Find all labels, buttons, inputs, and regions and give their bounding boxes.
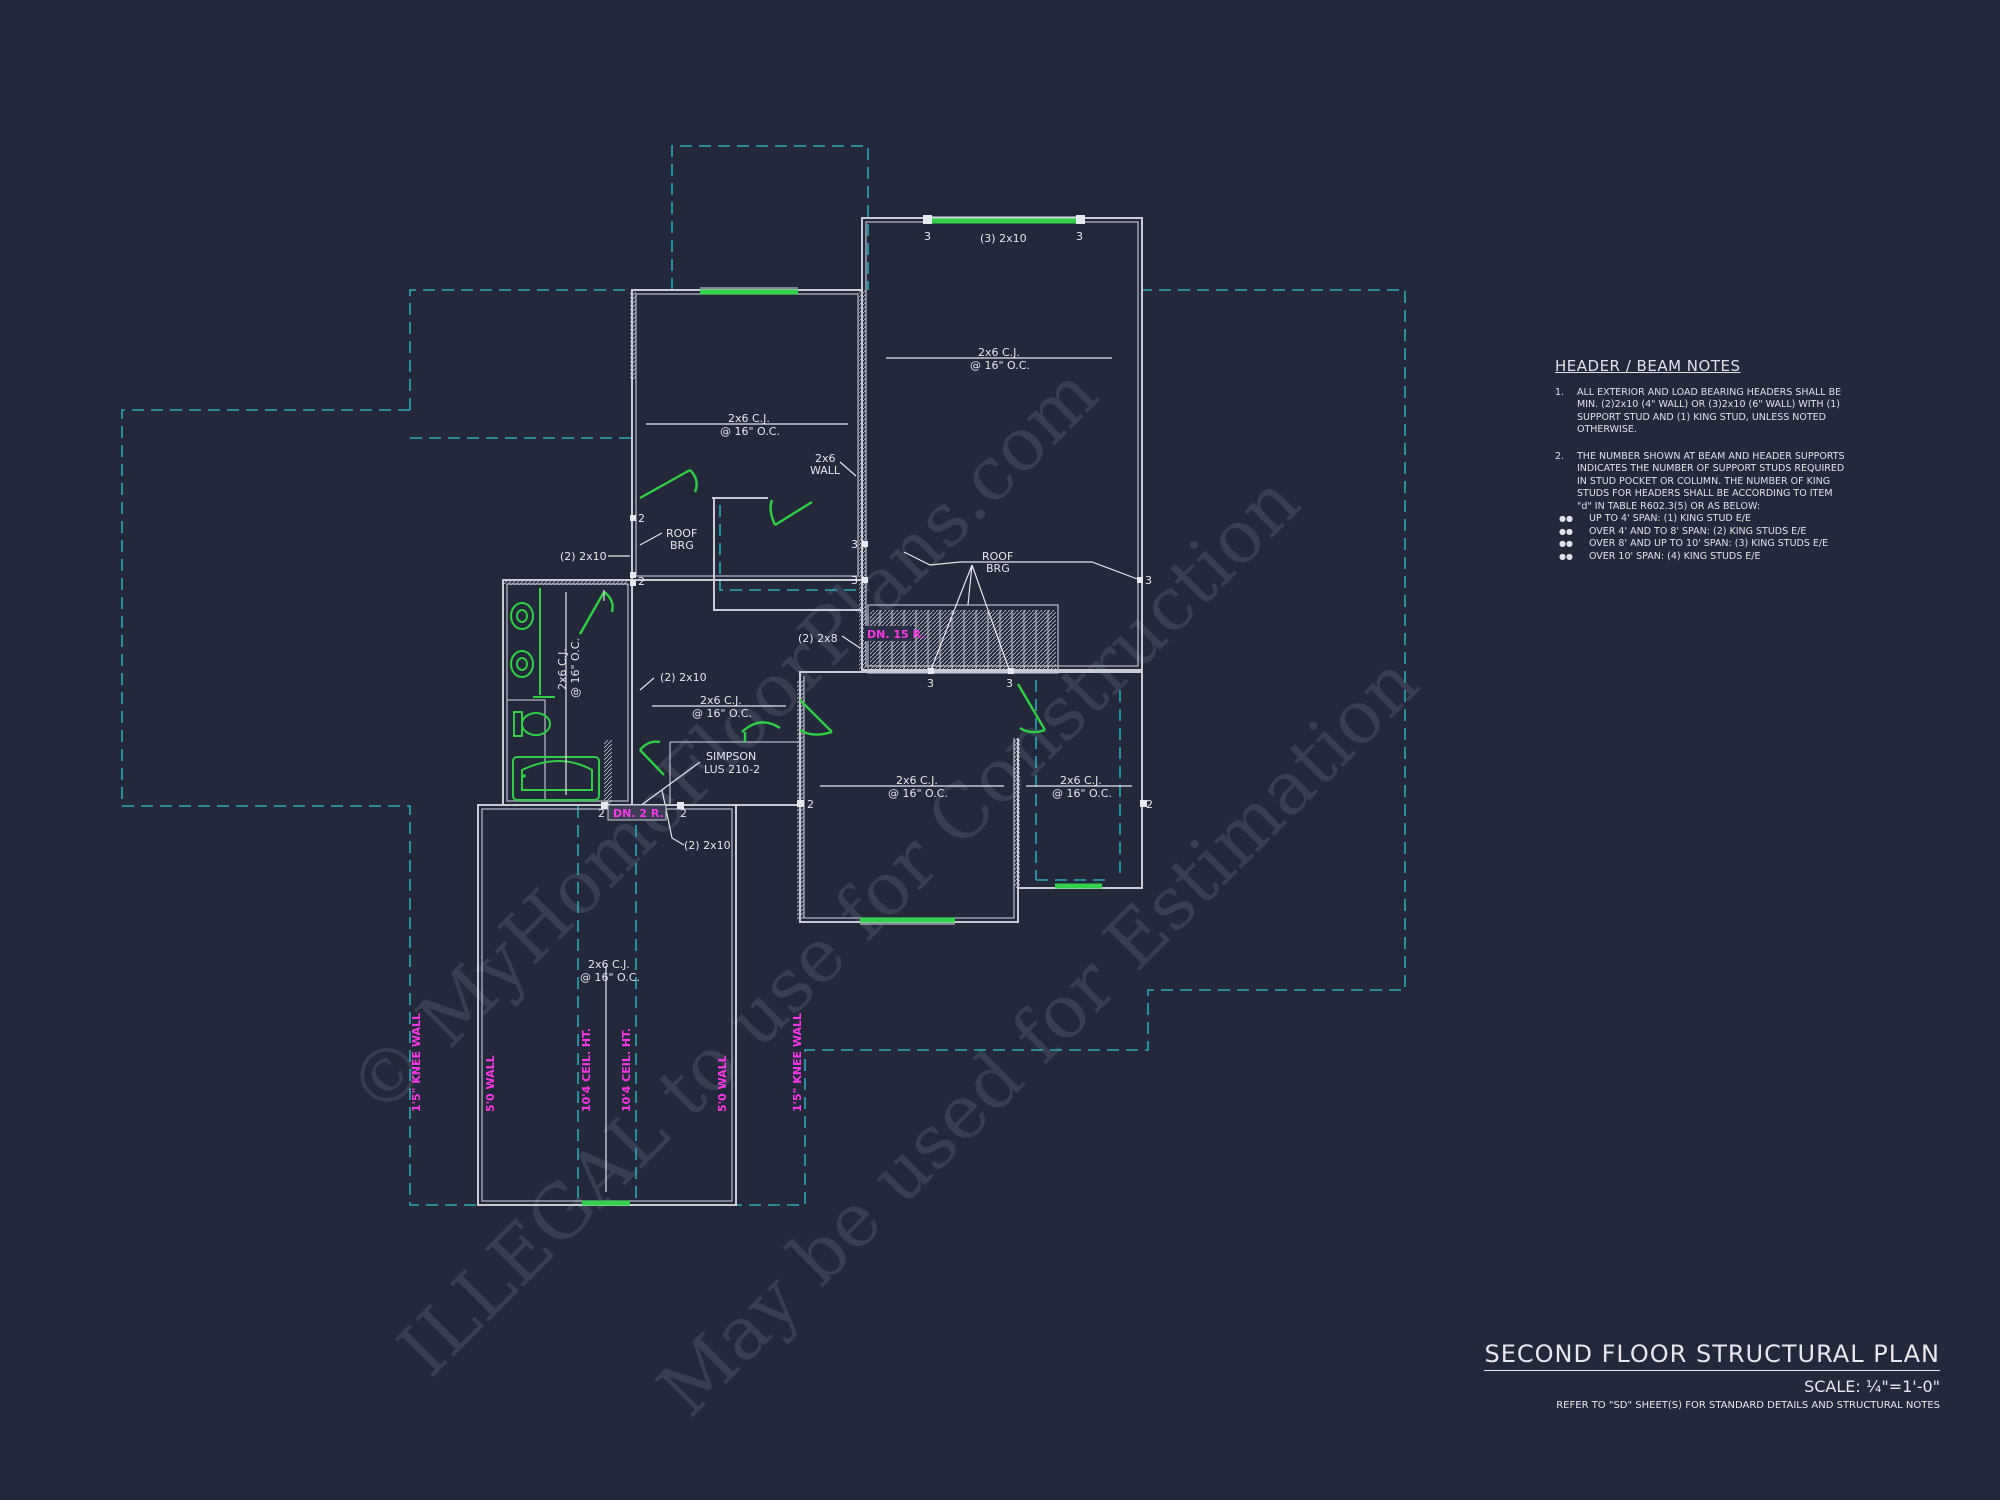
note-number: 2. [1555,450,1565,462]
bath-fixtures [510,588,600,801]
header-2x10-b: (2) 2x10 [660,671,707,684]
knee-wall-right: 1'5" KNEE WALL [791,1013,804,1112]
simpson-label-2: LUS 210-2 [704,763,760,776]
bullet-icon: ●● [1559,539,1573,548]
joist-spacing-closet: @ 16" O.C. [1052,787,1112,800]
note-bullet-text: OVER 8' AND UP TO 10' SPAN: (3) KING STU… [1589,538,1829,549]
support-count: 3 [1006,677,1013,690]
bullet-icon: ●● [1559,514,1573,523]
ceiling-height-left: 10'4 CEIL. HT. [580,1028,593,1112]
note-text: THE NUMBER SHOWN AT BEAM AND HEADER SUPP… [1577,450,1845,512]
magenta-annotations: DN. 15 R. DN. 2 R. 1'5" KNEE WALL 5'0 WA… [410,626,925,1112]
notes-heading: HEADER / BEAM NOTES [1555,357,1741,375]
joist-spacing-bonus: @ 16" O.C. [580,971,640,984]
wall-2x6-label-2: WALL [810,464,841,477]
stair-label-lower: DN. 2 R. [613,807,664,820]
joist-label-closet: 2x6 C.J. [1060,774,1102,787]
joist-label-hall: 2x6 C.J. [700,694,742,707]
joist-label-bonus: 2x6 C.J. [588,958,630,971]
doors [578,468,1047,776]
note-text: ALL EXTERIOR AND LOAD BEARING HEADERS SH… [1577,386,1842,436]
note-bullet-text: OVER 10' SPAN: (4) KING STUDS E/E [1589,550,1761,562]
note-bullet-text: UP TO 4' SPAN: (1) KING STUD E/E [1589,513,1751,524]
roof-brg-right-2: BRG [986,562,1010,575]
support-count: 2 [807,798,814,811]
joist-labels: 2x6 C.J. @ 16" O.C. 2x6 C.J. @ 16" O.C. … [556,346,1112,984]
joist-spacing-bath: @ 16" O.C. [569,638,582,698]
support-count: 3 [851,574,858,587]
note-bullet: ●● OVER 10' SPAN: (4) KING STUDS E/E [1555,551,1845,564]
drawing-title: SECOND FLOOR STRUCTURAL PLAN [1484,1340,1940,1371]
support-count: 2 [1146,798,1153,811]
support-count: 2 [680,807,687,820]
roof-brg-left-1: ROOF [666,527,697,540]
note-number: 1. [1555,386,1565,398]
joist-label-master: 2x6 C.J. [978,346,1020,359]
simpson-label-1: SIMPSON [706,750,756,763]
drawing-scale: SCALE: ¼"=1'-0" [1804,1377,1940,1396]
stair-treads [879,610,1049,672]
support-count: 3 [1145,574,1152,587]
support-count: 3 [927,677,934,690]
support-count: 2 [638,575,645,588]
header-labels: (3) 2x10 2x6 WALL ROOF BRG ROOF BRG (2) … [560,232,1027,852]
bullet-icon: ●● [1559,526,1573,536]
support-count: 3 [1076,230,1083,243]
joist-label-bath: 2x6 C.J. [556,648,569,690]
header-2x8: (2) 2x8 [798,632,838,645]
note-bullet: ●● UP TO 4' SPAN: (1) KING STUD E/E [1555,513,1845,526]
support-counts: 3 3 2 2 3 3 3 3 3 2 2 2 2 [598,230,1153,820]
joist-spacing-lower: @ 16" O.C. [888,787,948,800]
windows [582,215,1102,1206]
support-count: 3 [851,538,858,551]
header-3-2x10: (3) 2x10 [980,232,1027,245]
bullet-icon: ●● [1559,551,1573,561]
header-2x10-a: (2) 2x10 [560,550,607,563]
wall-2x6-label-1: 2x6 [815,452,836,465]
support-count: 2 [598,807,605,820]
roof-brg-left-2: BRG [670,539,694,552]
stair-label-upper: DN. 15 R. [867,628,925,641]
note-bullet-text: OVER 4' AND TO 8' SPAN: (2) KING STUDS E… [1589,525,1807,537]
joist-label-lower: 2x6 C.J. [896,774,938,787]
roof-brg-right-1: ROOF [982,550,1013,563]
joist-spacing-master: @ 16" O.C. [970,359,1030,372]
drawing-reference: REFER TO "SD" SHEET(S) FOR STANDARD DETA… [1556,1400,1940,1411]
watermark: © MyHomeFloorPlans.com ILLEGAL to use fo… [332,350,1436,1432]
header-beam-notes: HEADER / BEAM NOTES 1. ALL EXTERIOR AND … [1555,357,1845,564]
support-count: 2 [638,512,645,525]
wall-5-0-left: 5'0 WALL [484,1055,497,1112]
note-item: 2. THE NUMBER SHOWN AT BEAM AND HEADER S… [1555,451,1845,514]
title-block: SECOND FLOOR STRUCTURAL PLAN SCALE: ¼"=1… [1480,1340,1940,1411]
joist-spacing-left-bedroom: @ 16" O.C. [720,425,780,438]
joist-label-left-bedroom: 2x6 C.J. [728,412,770,425]
note-bullet: ●● OVER 4' AND TO 8' SPAN: (2) KING STUD… [1555,526,1845,539]
knee-wall-left: 1'5" KNEE WALL [410,1013,423,1112]
ceiling-height-right: 10'4 CEIL. HT. [620,1028,633,1112]
support-count: 3 [924,230,931,243]
joist-span-arrows [565,357,1132,1192]
note-item: 1. ALL EXTERIOR AND LOAD BEARING HEADERS… [1555,387,1845,437]
joist-spacing-hall: @ 16" O.C. [692,707,752,720]
support-posts [601,515,1147,809]
wall-5-0-right: 5'0 WALL [716,1055,729,1112]
note-bullet: ●● OVER 8' AND UP TO 10' SPAN: (3) KING … [1555,538,1845,551]
header-2x10-c: (2) 2x10 [684,839,731,852]
